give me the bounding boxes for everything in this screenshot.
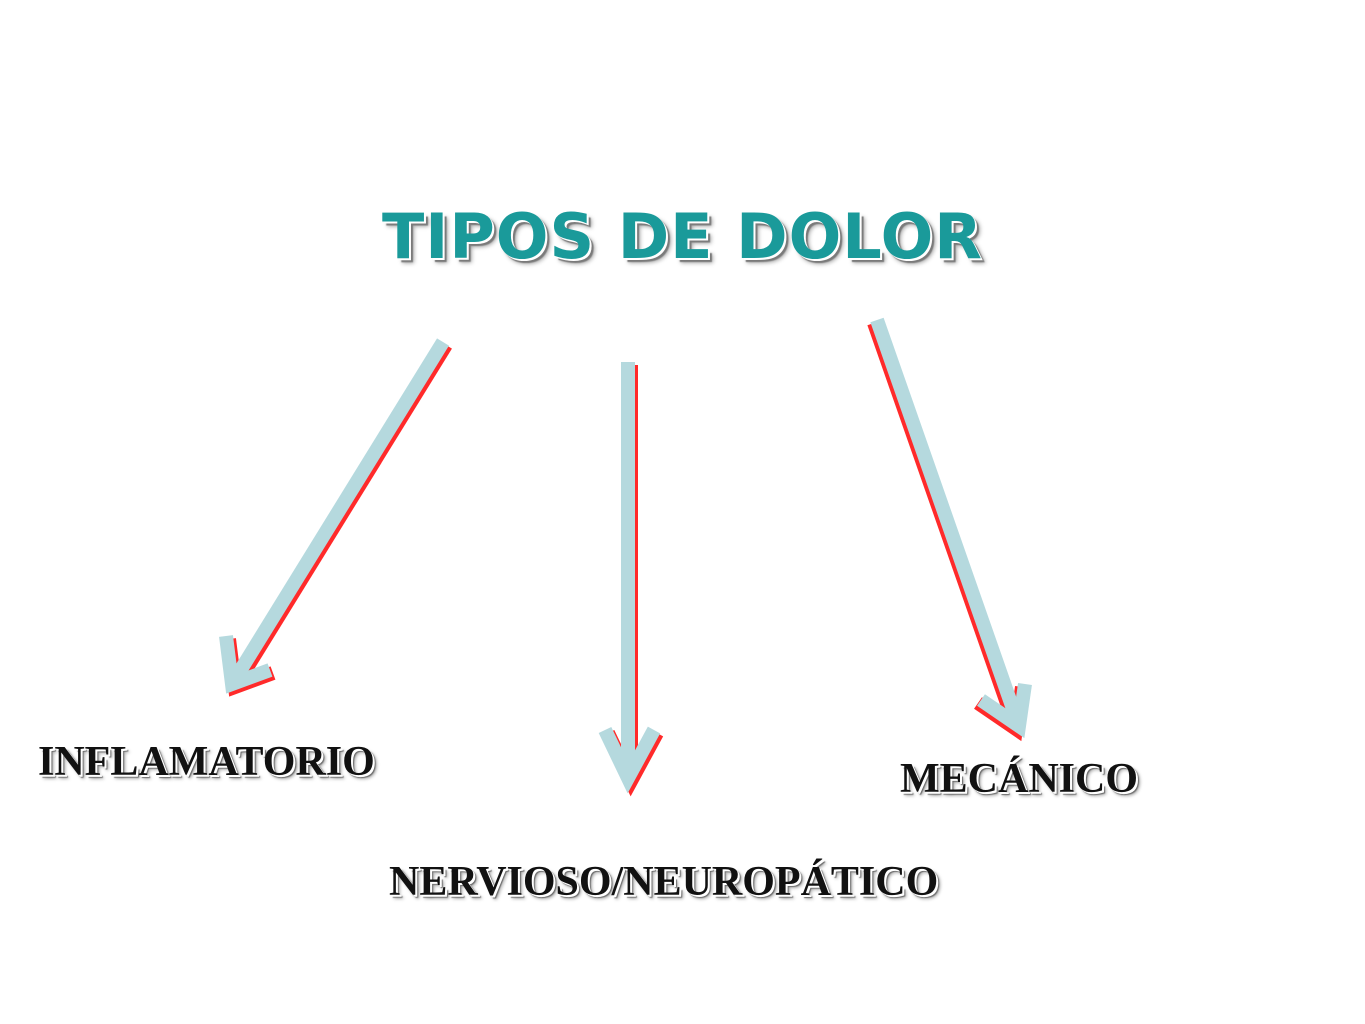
- arrow-to-inflamatorio: [219, 338, 452, 697]
- arrow-to-mecanico: [867, 317, 1032, 742]
- diagram-title: TIPOS DE DOLOR: [381, 200, 984, 273]
- category-inflamatorio: INFLAMATORIO: [38, 739, 375, 785]
- arrow-to-nervioso: [598, 362, 664, 797]
- category-nervioso-neuropatico: NERVIOSO/NEUROPÁTICO: [389, 859, 939, 905]
- category-mecanico: MECÁNICO: [900, 756, 1138, 802]
